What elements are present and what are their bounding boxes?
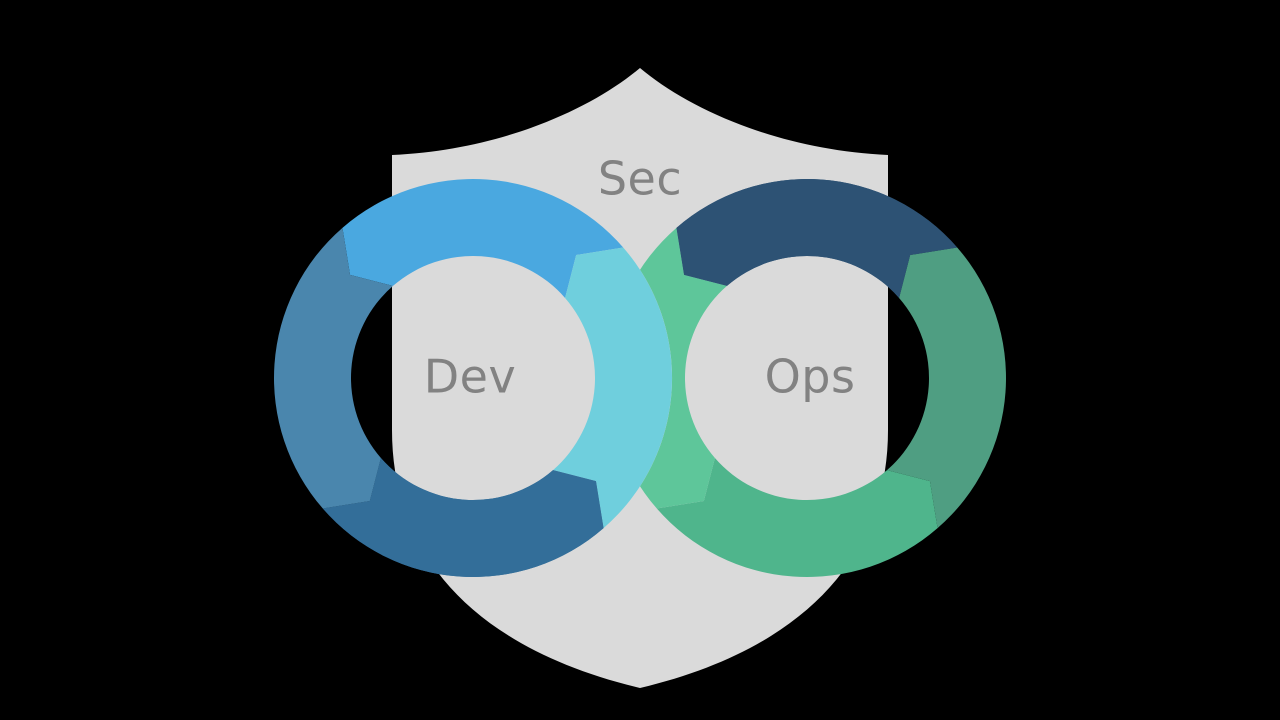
ops-ring-segment-top-right	[887, 247, 1006, 529]
ops-ring-segment-bottom-right	[656, 458, 938, 577]
ops-ring-label: Ops	[765, 350, 856, 404]
dev-ring-segment-top-left	[342, 179, 624, 298]
shield-label-sec: Sec	[598, 152, 682, 206]
ring-crossover-overlap	[676, 179, 958, 298]
dev-ring-segment-bottom-left	[274, 227, 393, 509]
dev-ring-label: Dev	[424, 350, 516, 404]
crossover-deepblue-arc	[322, 458, 604, 577]
crossover-navy-arc	[676, 179, 958, 298]
dev-ring-crossover	[322, 458, 604, 577]
dev-ring-segment-top-right	[553, 247, 673, 529]
